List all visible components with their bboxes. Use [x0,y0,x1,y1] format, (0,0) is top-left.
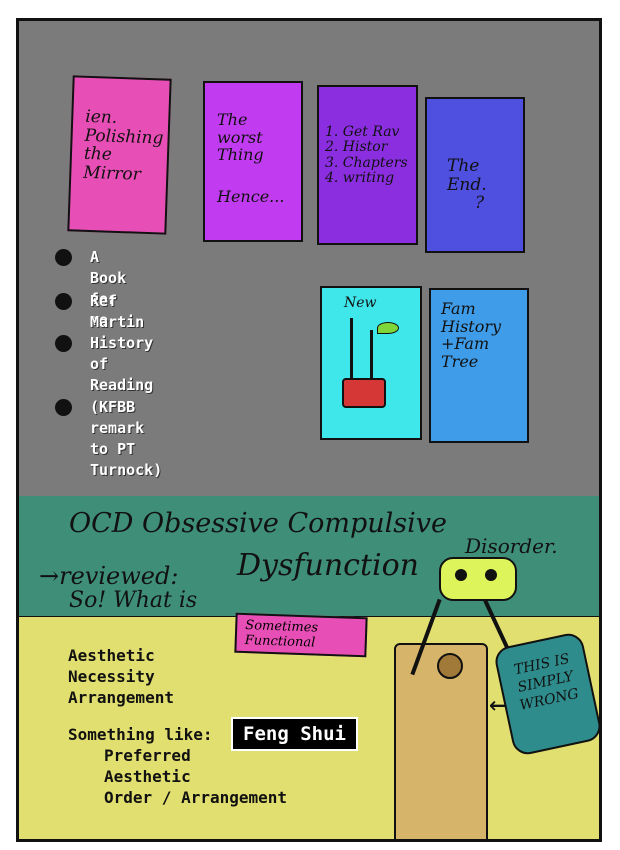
card-worst-thing: The worst Thing Hence... [203,81,303,242]
card-line: 4. writing [325,170,395,187]
list-item: Aesthetic [68,646,155,665]
list-item: A Book for me [55,247,126,331]
card-line: Tree [441,351,479,371]
card-line: +Fam [441,334,490,354]
bullet-icon [55,335,72,352]
bottom-panel: Sometimes Functional Aesthetic Necessity… [19,557,599,839]
frog-icon [439,557,517,601]
roll-core-icon [437,653,463,679]
top-panel: ien. Polishing the Mirror The worst Thin… [19,21,599,499]
aesthetic-list: Aesthetic Necessity Arrangement Somethin… [68,645,287,808]
card-line: 3. Chapters [325,154,408,171]
leaf-icon [377,322,399,334]
list-item: History of Reading [55,333,153,396]
card-line: Thing [217,145,264,165]
list-item-label: A Book for me [90,248,127,329]
card-line: 1. Get Rav [325,124,400,140]
list-item: Ref Martin [55,291,144,333]
list-item-label: History of Reading [90,334,154,394]
drawing-frame: ien. Polishing the Mirror The worst Thin… [16,18,602,842]
ocd-heading: OCD Obsessive Compulsive [69,508,447,539]
list-item-label: Ref Martin [90,292,145,331]
card-the-end: The End. ? [425,97,525,253]
card-family-history: Fam History +Fam Tree [429,288,529,443]
card-new-plant: New [320,286,422,440]
card-line: The worst [217,110,263,147]
dysfunction-text: Dysfunction [237,548,419,583]
reviewed-label: reviewed: [59,562,179,590]
card-line: 2. Histor [325,139,388,156]
card-line: New [344,295,377,311]
something-like-label: Something like: [68,725,213,744]
flower-pot-icon [342,378,386,408]
plant-stem-icon [370,330,373,396]
bullet-icon [55,249,72,266]
reviewed-text: →reviewed: [39,562,179,590]
disorder-text: Disorder. [465,534,558,558]
middle-panel: OCD Obsessive Compulsive Disorder. →revi… [19,496,599,619]
frog-eye-icon [455,569,467,581]
card-line: History [441,316,502,336]
frog-eye-icon [485,569,497,581]
card-line: The End. [447,156,487,195]
card-polishing-mirror: ien. Polishing the Mirror [67,75,172,235]
simply-wrong-sign: THIS IS SIMPLY WRONG [492,630,599,758]
list-item: Necessity [68,667,155,686]
card-chapter-list: 1. Get Rav 2. Histor 3. Chapters 4. writ… [317,85,418,245]
feng-shui-label: Feng Shui [231,717,358,751]
bullet-icon [55,399,72,416]
card-line: Mirror [83,162,142,185]
list-item: (KFBB remark to PT Turnock) [55,397,162,481]
list-item: Preferred [104,746,191,765]
card-line [217,164,295,188]
list-item-label: (KFBB remark to PT Turnock) [90,398,163,479]
plant-stem-icon [350,318,353,396]
card-line: Hence... [217,186,285,206]
list-item: Arrangement [68,688,174,707]
card-line: ? [475,193,485,214]
bullet-icon [55,293,72,310]
card-line: Fam [441,299,476,318]
so-what-is-text: So! What is [69,588,198,613]
list-item: Aesthetic [104,767,191,786]
list-item: Order / Arrangement [104,788,288,807]
